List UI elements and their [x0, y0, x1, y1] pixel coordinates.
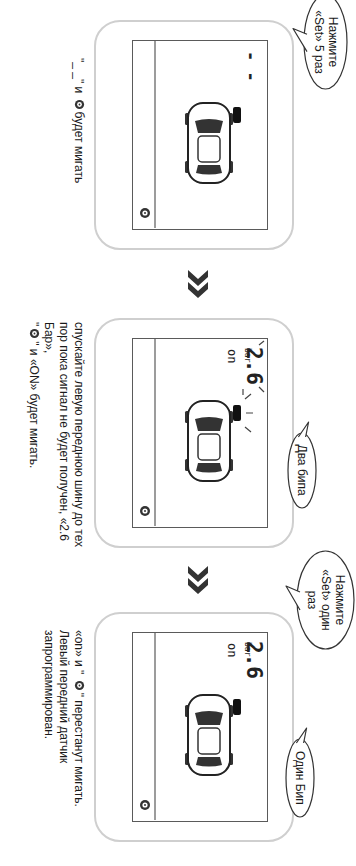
note-text: «on» и ": [72, 630, 86, 674]
tire-hub: [79, 684, 81, 686]
tire-outline: [140, 506, 150, 516]
car-top-view: [185, 401, 241, 481]
note-text: будет мигать: [72, 112, 86, 184]
tire-rim: [142, 802, 147, 807]
instruction-note: спускайте левую переднюю шину до тех пор…: [26, 322, 86, 558]
instruction-note: "_ _" и будет мигать: [71, 58, 86, 258]
car-rear-window: [196, 757, 222, 767]
lcd-divider: [154, 339, 155, 526]
blink-mark: [259, 387, 264, 392]
car-body: [188, 695, 230, 775]
tire-outline: [140, 800, 150, 810]
car-roof: [198, 434, 220, 460]
bubble-text: Нажмите «Set» 5 раз: [312, 7, 341, 77]
note-text: "_ _" и: [72, 58, 86, 93]
bubble-ellipse: [288, 433, 316, 508]
blink-mark: [245, 427, 251, 432]
front-left-sensor-mark: [233, 405, 241, 421]
tpms-display-unit: 2.6baron: [94, 612, 294, 842]
status-tire-icon: [140, 506, 150, 516]
lcd-status: on: [225, 643, 239, 657]
bubble-ellipse: [298, 551, 355, 649]
tire-hub: [144, 510, 146, 512]
instruction-note: «on» и " " перестанут мигать. Левый пере…: [41, 630, 86, 840]
step-arrow: [188, 250, 208, 318]
car-top-view: [185, 695, 241, 775]
note-text: " и «ON» будет мигать.: [27, 341, 41, 468]
front-left-sensor-mark: [233, 699, 241, 715]
speech-bubble: Нажмите «Set» один раз: [297, 550, 356, 650]
tire-rim: [142, 210, 147, 215]
front-left-sensor-mark: [233, 107, 241, 123]
blink-mark: [245, 394, 251, 399]
car-windshield: [195, 711, 223, 725]
blink-mark: [246, 412, 253, 413]
speech-bubble: Один Бип: [285, 738, 315, 818]
tpms-display-unit: 2.6baron: [94, 318, 294, 548]
note-text: ": [27, 322, 41, 326]
car-rear-window: [196, 165, 222, 175]
bubble-tail: [296, 728, 306, 743]
bubble-text: Два бипа: [295, 445, 309, 496]
tire-icon: [74, 99, 85, 110]
tire-rim: [77, 102, 82, 107]
car-windshield: [195, 417, 223, 431]
tire-outline: [140, 208, 150, 218]
status-tire-icon: [140, 800, 150, 810]
lcd-divider: [154, 633, 155, 820]
tire-hub: [144, 804, 146, 806]
step-arrow: [188, 548, 208, 612]
tire-rim: [77, 683, 82, 688]
speech-bubble: Два бипа: [287, 432, 317, 509]
status-tire-icon: [140, 208, 150, 218]
lcd-dashes: - -: [241, 51, 261, 82]
lcd-screen: 2.6baron: [132, 338, 268, 528]
car-windshield: [195, 119, 223, 133]
car-body: [188, 103, 230, 183]
bubble-text: Один Бип: [293, 751, 307, 805]
arrow-chevron: [188, 578, 208, 594]
car-body: [188, 401, 230, 481]
blink-mark: [242, 389, 243, 395]
tire-hub: [79, 103, 81, 105]
bubble-text: Нажмите «Set» один раз: [304, 563, 347, 637]
tire-icon: [29, 328, 40, 339]
arrow-chevron: [188, 270, 208, 286]
tire-icon: [74, 680, 85, 691]
tire-rim: [32, 331, 37, 336]
bubble-ellipse: [305, 0, 348, 89]
lcd-screen: 2.6baron: [132, 632, 268, 822]
lcd-status: on: [225, 349, 239, 363]
tire-hub: [144, 212, 146, 214]
arrow-chevron: [188, 282, 208, 298]
connector-line: [194, 548, 195, 612]
lcd-unit: bar: [243, 642, 252, 656]
tpms-display-unit: - -: [94, 20, 294, 250]
bubble-ellipse: [286, 739, 314, 817]
tire-outline: [75, 681, 84, 690]
lcd-divider: [154, 41, 155, 228]
car-rear-window: [196, 463, 222, 473]
tire-outline: [30, 329, 39, 338]
tire-outline: [75, 100, 84, 109]
car-roof: [198, 136, 220, 162]
car-roof: [198, 728, 220, 754]
car-top-view: [185, 103, 241, 183]
bubble-tail: [294, 29, 308, 52]
lcd-unit: bar: [243, 348, 252, 362]
bubble-tail: [298, 422, 308, 437]
lcd-screen: - -: [132, 40, 268, 230]
note-text: спускайте левую переднюю шину до тех пор…: [42, 322, 86, 547]
tire-rim: [142, 508, 147, 513]
tire-hub: [34, 333, 36, 335]
blink-mark: [259, 341, 264, 345]
arrow-chevron: [188, 566, 208, 582]
bubble-tail: [287, 586, 301, 610]
connector-line: [194, 250, 195, 318]
speech-bubble: Нажмите «Set» 5 раз: [304, 0, 349, 90]
